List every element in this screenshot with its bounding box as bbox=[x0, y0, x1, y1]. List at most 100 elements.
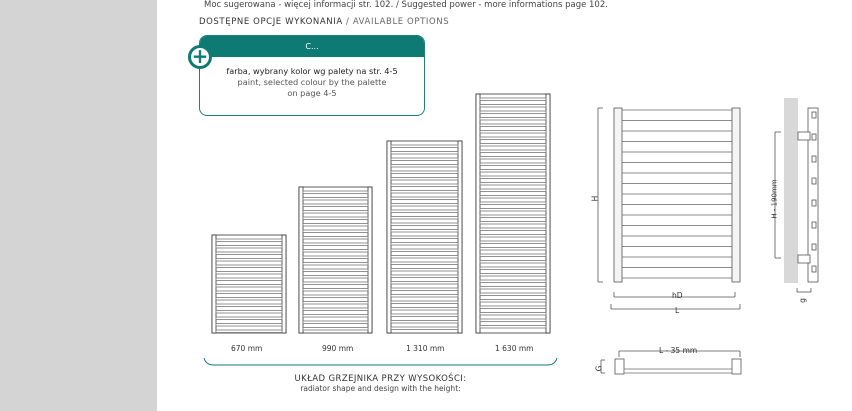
radiator-bar bbox=[215, 271, 283, 275]
option-desc-en-2: on page 4-5 bbox=[287, 88, 337, 98]
side-bar-end bbox=[811, 221, 817, 229]
radiator-bar bbox=[390, 326, 459, 330]
radiator-bar bbox=[479, 273, 547, 277]
radiator-bar bbox=[302, 314, 369, 318]
radiator-bar bbox=[479, 279, 547, 283]
radiator-bar bbox=[215, 258, 283, 262]
radiator-bar bbox=[479, 156, 547, 160]
radiator-bar bbox=[390, 164, 459, 168]
radiator-bar bbox=[479, 253, 547, 257]
radiator-bar bbox=[479, 318, 547, 322]
option-desc-pl: farba, wybrany kolor wg palety na str. 4… bbox=[226, 66, 398, 76]
radiator-bar bbox=[390, 196, 459, 200]
plus-circle-icon: + bbox=[188, 45, 212, 69]
radiator-bar bbox=[390, 281, 459, 285]
dim-L-35: L - 35 mm bbox=[659, 346, 698, 355]
radiator-bar bbox=[479, 240, 547, 244]
radiator-bar bbox=[390, 170, 459, 174]
side-bar-end bbox=[811, 177, 817, 185]
radiator-bar bbox=[479, 175, 547, 179]
radiator-bar bbox=[479, 130, 547, 134]
dim-g: g bbox=[797, 298, 807, 303]
dim-L: L bbox=[675, 306, 680, 315]
side-bar-end bbox=[811, 155, 817, 163]
radiator-bar bbox=[302, 229, 369, 233]
radiator-bar bbox=[302, 236, 369, 240]
radiator-3 bbox=[475, 93, 551, 334]
radiator-bar bbox=[215, 238, 283, 242]
caption-pl: UKŁAD GRZEJNIKA PRZY WYSOKOŚCI: bbox=[294, 374, 467, 384]
radiator-bar bbox=[302, 197, 369, 201]
height-label-1310: 1 310 mm bbox=[406, 344, 445, 353]
radiator-bar bbox=[390, 229, 459, 233]
radiator-bar bbox=[479, 325, 547, 329]
radiator-bar bbox=[302, 210, 369, 214]
radiator-bar bbox=[302, 275, 369, 279]
section-title: DOSTĘPNE OPCJE WYKONANIA / AVAILABLE OPT… bbox=[199, 17, 449, 27]
dim-G: G bbox=[594, 365, 604, 372]
radiator-bar bbox=[215, 290, 283, 294]
top-bar bbox=[623, 368, 733, 374]
height-label-1630: 1 630 mm bbox=[495, 344, 534, 353]
radiator-bar bbox=[215, 251, 283, 255]
radiator-rail bbox=[386, 140, 392, 334]
radiator-rail bbox=[211, 234, 217, 334]
wall-bracket bbox=[797, 131, 811, 141]
radiator-bar bbox=[302, 294, 369, 298]
section-title-pl: DOSTĘPNE OPCJE WYKONANIA bbox=[199, 17, 343, 27]
radiator-rail bbox=[475, 93, 481, 334]
height-label-670: 670 mm bbox=[231, 344, 263, 353]
radiator-bar bbox=[479, 299, 547, 303]
option-desc-en-1: paint, selected colour by the palette bbox=[237, 77, 387, 87]
radiator-bar bbox=[479, 305, 547, 309]
radiator-bar bbox=[390, 268, 459, 272]
radiator-bar bbox=[390, 307, 459, 311]
radiator-bar bbox=[390, 287, 459, 291]
radiator-bar bbox=[390, 183, 459, 187]
height-label-990: 990 mm bbox=[322, 344, 354, 353]
radiator-bar bbox=[302, 268, 369, 272]
radiator-bar bbox=[215, 310, 283, 314]
top-end bbox=[731, 358, 742, 375]
radiator-bar bbox=[302, 288, 369, 292]
radiator-bar bbox=[479, 188, 547, 192]
radiator-bar bbox=[302, 301, 369, 305]
option-card: C... farba, wybrany kolor wg palety na s… bbox=[199, 35, 425, 116]
radiator-bar bbox=[390, 190, 459, 194]
radiator-rail bbox=[367, 186, 373, 334]
side-bar-end bbox=[811, 199, 817, 207]
radiator-bar bbox=[390, 209, 459, 213]
radiator-bar bbox=[390, 274, 459, 278]
radiator-bar bbox=[479, 97, 547, 101]
radiator-bar bbox=[302, 249, 369, 253]
radiator-rail bbox=[457, 140, 463, 334]
radiator-rail bbox=[545, 93, 551, 334]
radiator-bar bbox=[390, 320, 459, 324]
radiator-bar bbox=[215, 277, 283, 281]
height-bracket bbox=[203, 357, 558, 366]
dim-hD: hD bbox=[672, 291, 683, 300]
radiator-bar bbox=[302, 190, 369, 194]
radiator-bar bbox=[479, 201, 547, 205]
option-title: C... bbox=[200, 36, 424, 57]
radiator-bar bbox=[479, 286, 547, 290]
caption-en: radiator shape and design with the heigh… bbox=[300, 384, 461, 393]
radiator-bar bbox=[215, 245, 283, 249]
radiator-bar bbox=[390, 242, 459, 246]
radiator-bar bbox=[302, 262, 369, 266]
radiator-bar bbox=[479, 162, 547, 166]
radiator-bar bbox=[302, 216, 369, 220]
radiator-bar bbox=[479, 143, 547, 147]
radiator-bar bbox=[390, 235, 459, 239]
radiator-bar bbox=[390, 300, 459, 304]
side-bar-end bbox=[811, 265, 817, 273]
radiator-bar bbox=[479, 117, 547, 121]
radiator-bar bbox=[215, 303, 283, 307]
power-note: Moc sugerowana - więcej informacji str. … bbox=[204, 0, 608, 10]
radiator-bar bbox=[479, 260, 547, 264]
radiator-bar bbox=[479, 110, 547, 114]
side-bar-end bbox=[811, 111, 817, 119]
radiator-bar bbox=[390, 216, 459, 220]
radiator-bar bbox=[302, 203, 369, 207]
wall bbox=[784, 98, 798, 283]
